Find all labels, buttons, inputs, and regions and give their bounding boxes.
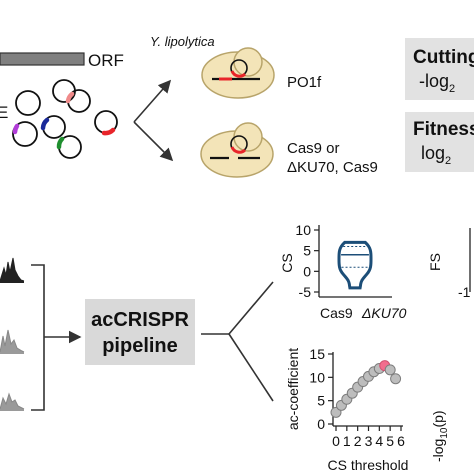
right-edge-panels: FS -1 -log10(p) (427, 228, 471, 462)
scatter-x-tick-label: 0 (332, 433, 340, 449)
arrow-to-cas9 (133, 121, 174, 162)
arrow-to-po1f (133, 79, 172, 123)
yeast-cell-cas9 (200, 122, 274, 178)
scatter-y-tick-label: 0 (317, 416, 325, 432)
strain-cas9-line1: Cas9 or (287, 140, 340, 157)
cutting-score-formula: -log2 (419, 71, 455, 95)
logp-text: -log (430, 439, 446, 462)
cutting-formula-sub: 2 (449, 83, 456, 95)
yeast-cell-po1f (201, 47, 275, 99)
logp-rest: (p) (430, 410, 446, 427)
logp-sub: 10 (439, 427, 450, 439)
scatter-x-tick-label: 5 (386, 433, 394, 449)
plasmid-1 (15, 90, 41, 116)
pipeline-title-line1: acCRISPR (91, 309, 189, 331)
fork-line-up (228, 281, 274, 335)
scatter-y-tick-label: 15 (309, 346, 325, 362)
violin-y-label: CS (279, 253, 295, 272)
logp-axis-label: -log10(p) (430, 410, 450, 462)
scatter-x-label: CS threshold (328, 457, 409, 473)
fork-line-down (228, 333, 274, 402)
fitness-score-title: Fitness (413, 119, 474, 140)
violin-x-label-ku70: ΔKU70 (361, 305, 407, 321)
violin-chart: 10 5 0 -5 CS Cas9 ΔKU70 (279, 222, 407, 321)
cutting-score-box (405, 38, 474, 100)
fs-axis-label: FS (427, 253, 443, 271)
plasmid-4 (12, 121, 38, 147)
orf-bar (0, 52, 85, 66)
scatter-point (390, 373, 402, 385)
fitness-score-box (405, 112, 474, 172)
organism-name: Y. lipolytica (150, 34, 215, 49)
fitness-formula-sub: 2 (445, 155, 452, 167)
violin-distribution (337, 240, 373, 290)
cutting-formula-text: -log (419, 71, 450, 91)
pipeline-title-line2: pipeline (102, 335, 178, 357)
violin-y-tick-label: -5 (299, 284, 312, 300)
fs-tick-label: -1 (458, 284, 471, 300)
strain-cas9-line2: ΔKU70, Cas9 (287, 159, 378, 176)
orf-label: ORF (88, 51, 124, 70)
cutting-score-title: Cutting (413, 47, 474, 68)
violin-x-label-cas9: Cas9 (320, 305, 353, 321)
scatter-x-tick-label: 6 (397, 433, 405, 449)
plasmid-library (12, 79, 118, 159)
scatter-x-tick-label: 2 (354, 433, 362, 449)
scatter-x-tick-label: 4 (375, 433, 383, 449)
violin-y-tick-label: 10 (295, 222, 311, 238)
scatter-y-label: ac-coefficient (285, 348, 301, 430)
read-histograms (0, 257, 25, 411)
scatter-point (384, 364, 396, 376)
violin-y-tick-label: 0 (303, 263, 311, 279)
scatter-x-tick-label: 3 (365, 433, 373, 449)
violin-y-tick-label: 5 (303, 243, 311, 259)
strain-po1f-label: PO1f (287, 74, 322, 91)
scatter-y-tick-label: 10 (309, 369, 325, 385)
input-bracket (31, 264, 45, 411)
fitness-formula-text: log (421, 143, 446, 163)
scatter-y-tick-label: 5 (317, 393, 325, 409)
accrispr-pipeline-box (85, 299, 195, 365)
plasmid-2 (52, 79, 76, 103)
fitness-score-formula: log2 (421, 143, 451, 167)
library-partial-label: E (0, 103, 8, 122)
plasmid-inserts (12, 91, 116, 150)
scatter-x-tick-label: 1 (343, 433, 351, 449)
